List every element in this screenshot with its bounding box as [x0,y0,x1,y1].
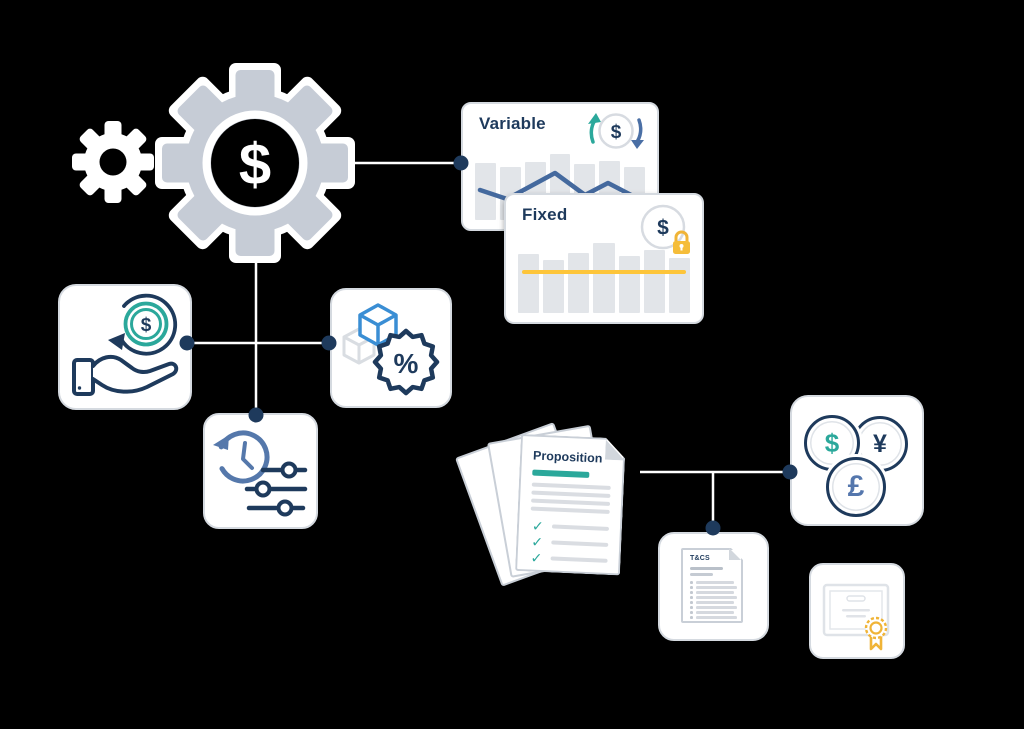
folded-corner [729,548,741,560]
text-line [532,483,611,490]
history-clock-icon [213,430,270,484]
text-line [690,567,723,570]
check-line [551,540,608,546]
proposition-title: Proposition [532,448,603,466]
percent-badge-icon: % [372,328,440,396]
hand-icon [72,354,179,396]
chart-bar [568,252,590,313]
fixed-pricing-card: Fixed $ [504,193,704,324]
fixed-title: Fixed [522,205,568,224]
fixed-price-line-wrap [518,243,690,313]
sliders-icon [244,461,308,517]
time-settings-card [203,413,318,529]
tcs-document-icon: T&CS [681,548,743,623]
rosette-icon [864,616,888,651]
tcs-title: T&CS [690,555,710,562]
certificate-card [809,563,905,659]
chart-bar [593,243,615,313]
fixed-bar-chart [518,243,690,313]
pound-symbol: £ [847,470,865,503]
variable-dollar-arrows-icon: $ [588,113,644,149]
fixed-price-line [522,269,686,275]
chart-bar [643,250,665,313]
variable-title: Variable [479,114,546,133]
text-line [531,499,610,506]
proposition-stack: Proposition ✓ ✓ ✓ [450,422,645,623]
tcs-card: T&CS [658,532,769,641]
variable-line-chart [477,170,638,202]
percent-symbol: % [394,348,419,379]
variable-dollar-symbol: $ [611,122,622,143]
chart-bar [518,254,540,313]
check-line [552,524,609,530]
pound-coin-icon: £ [826,457,886,517]
gear-cluster: $ [72,63,355,263]
large-gear-dollar-icon: $ [155,63,355,263]
discount-card: % [330,288,452,408]
text-line [531,491,610,498]
fixed-dollar-lock-icon: $ [640,204,690,254]
gear-dollar-symbol: $ [239,132,271,197]
pay-per-use-card: $ [58,284,192,410]
dollar-symbol: $ [824,427,840,458]
blue-cube-icon [358,303,398,347]
multi-currency-card: ¥ $ £ [790,395,924,526]
fixed-dollar-symbol: $ [657,217,669,240]
check-icon: ✓ [530,533,544,551]
lock-icon [673,230,690,254]
yen-symbol: ¥ [873,429,887,458]
paper-front: Proposition ✓ ✓ ✓ [515,434,626,575]
check-icon: ✓ [530,549,543,567]
check-icon: ✓ [531,517,545,535]
check-line [551,556,608,562]
folded-corner [605,440,626,461]
proposition-heading-bar [532,470,589,478]
hand-coin-icon: $ [72,293,179,396]
text-line [690,573,713,576]
hand-coin-dollar-symbol: $ [141,315,152,336]
small-gear-icon [72,121,154,203]
history-sliders-icon [213,430,308,517]
cubes-percent-icon: % [342,303,440,396]
text-line [531,506,610,513]
certificate-icon [822,583,890,651]
